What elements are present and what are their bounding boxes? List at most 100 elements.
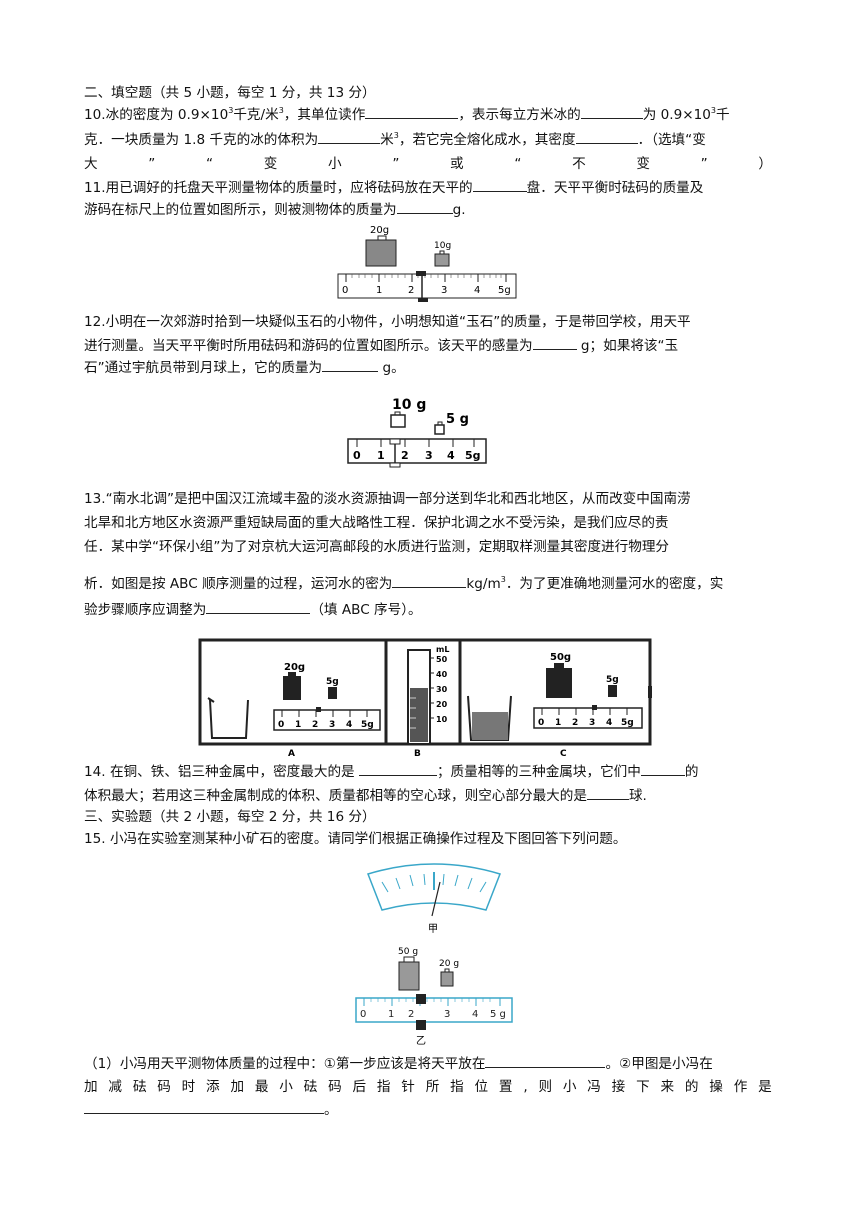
q15-part1-line1: （1）小冯用天平测物体质量的过程中：①第一步应该是将天平放在。②甲图是小冯在 [84,1054,713,1072]
q13-line3: 任．某中学“环保小组”为了对京杭大运河高邮段的水质进行监测，定期取样测量其密度进… [84,539,670,555]
q13-label-c: C [560,749,567,758]
svg-text:4: 4 [472,1009,478,1020]
svg-text:1: 1 [376,285,382,296]
q13-line2: 北旱和北方地区水资源严重短缺局面的重大战略性工程．保护北调之水不受污染，是我们应… [84,515,669,531]
svg-text:3: 3 [329,720,335,730]
svg-text:3: 3 [441,285,447,296]
svg-text:4: 4 [606,718,612,728]
svg-text:5g: 5g [465,449,481,462]
q14-blank-3[interactable] [586,786,629,800]
svg-text:3: 3 [444,1009,450,1020]
svg-text:0: 0 [342,285,348,296]
svg-text:5g: 5g [361,720,374,730]
svg-text:2: 2 [408,1009,414,1020]
q11-balance-figure: 20g 10g 0 1 2 3 4 5g [337,225,517,302]
q15-blank-2[interactable] [84,1100,324,1114]
q12-line3: 石”通过宇航员带到月球上，它的质量为 g。 [84,358,405,376]
svg-text:10: 10 [436,715,448,724]
svg-text:5 g: 5 g [490,1009,506,1020]
svg-text:1: 1 [377,449,385,462]
q13-line5: 验步骤顺序应调整为（填 ABC 序号）。 [84,600,422,618]
svg-text:4: 4 [346,720,352,730]
svg-text:2: 2 [572,718,578,728]
q13-panel-b: mL 50 40 30 20 10 B [407,645,449,758]
svg-text:0: 0 [278,720,284,730]
svg-text:0: 0 [353,449,361,462]
q12-beam-scale [347,438,487,464]
svg-text:1: 1 [388,1009,394,1020]
q10-line1: 10.冰的密度为 0.9×103千克/米3，其单位读作，表示每立方米冰的为 0.… [84,105,730,124]
q13-panel-c: 50g 5g 0 1 2 3 4 5g C [467,652,643,758]
svg-text:1: 1 [555,718,561,728]
q15-rider [416,994,426,1004]
q10-blank-2[interactable] [580,105,643,119]
svg-text:50 g: 50 g [398,947,418,957]
svg-text:40: 40 [436,670,448,679]
q11-scale-ticks [345,274,507,282]
svg-text:2: 2 [312,720,318,730]
q10-line3: 大”“变小”或“不变”） [84,156,772,172]
svg-text:4: 4 [474,285,480,296]
svg-text:0: 0 [538,718,544,728]
q11-line1: 11.用已调好的托盘天平测量物体的质量时，应将砝码放在天平的盘．天平平衡时砝码的… [84,178,704,196]
section-2-heading: 二、填空题（共 5 小题，每空 1 分，共 13 分） [84,85,376,101]
q11-blank-2[interactable] [396,200,453,214]
q12-line1: 12.小明在一次郊游时拾到一块疑似玉石的小物件，小明想知道“玉石”的质量，于是带… [84,314,691,330]
svg-text:0: 0 [360,1009,366,1020]
svg-text:mL: mL [436,645,449,654]
svg-text:20 g: 20 g [439,959,459,969]
q15-blank-1[interactable] [485,1054,606,1068]
svg-text:4: 4 [447,449,455,462]
q11-rider [416,271,426,276]
q11-weight2-label: 10g [434,241,451,251]
svg-text:50: 50 [436,655,448,664]
svg-text:5g: 5g [621,718,634,728]
q11-blank-1[interactable] [472,178,527,192]
q10-blank-4[interactable] [575,130,638,144]
svg-text:20g: 20g [284,662,305,673]
q12-rider [389,438,401,445]
q10-line2: 克．一块质量为 1.8 千克的冰的体积为米3，若它完全熔化成水，其密度．（选填“… [84,130,706,149]
q15-line1: 15. 小冯在实验室测某种小矿石的密度。请同学们根据正确操作过程及下图回答下列问… [84,831,627,847]
q13-line1: 13.“南水北调”是把中国汉江流域丰盈的淡水资源抽调一部分送到华北和西北地区，从… [84,491,691,507]
section-3-heading: 三、实验题（共 2 小题，每空 2 分，共 16 分） [84,809,376,825]
q14-line1: 14. 在铜、铁、铝三种金属中，密度最大的是 ；质量相等的三种金属块，它们中的 [84,762,699,780]
svg-text:3: 3 [425,449,433,462]
svg-text:5g: 5g [498,285,511,296]
q10-blank-1[interactable] [365,105,459,119]
q14-blank-1[interactable] [358,762,437,776]
q14-line2: 体积最大；若用这三种金属制成的体积、质量都相等的空心球，则空心部分最大的是球. [84,786,647,804]
q12-blank-1[interactable] [532,336,577,350]
q14-blank-2[interactable] [640,762,685,776]
q12-weight2-label: 5 g [446,412,469,427]
svg-text:5g: 5g [326,677,339,687]
svg-text:2: 2 [408,285,414,296]
q15-pointer [431,881,441,917]
q13-label-b: B [414,749,421,758]
svg-text:2: 2 [401,449,409,462]
svg-text:20: 20 [436,700,448,709]
q10-blank-3[interactable] [318,130,381,144]
q13-label-a: A [288,749,295,758]
q15-label-jia: 甲 [428,924,438,935]
q12-blank-2[interactable] [322,358,379,372]
q13-blank-2[interactable] [206,600,311,614]
q12-line2: 进行测量。当天平平衡时所用砝码和游码的位置如图所示。该天平的感量为 g；如果将该… [84,336,679,354]
q13-panel-a: 20g 5g 0 1 2 3 4 5g A [207,662,381,758]
svg-text:5g: 5g [606,675,619,685]
q13-blank-1[interactable] [392,574,467,588]
svg-text:1: 1 [295,720,301,730]
svg-text:50g: 50g [550,652,571,663]
svg-text:3: 3 [589,718,595,728]
q15-part1-line3: 。 [84,1100,338,1119]
q15-dial-jia: 甲 [367,863,501,935]
q11-weight1-label: 20g [370,225,389,236]
q12-weight1-label: 10 g [392,397,426,413]
q15-part1-line2: 加减砝码时添加最小砝码后指针所指位置,则小冯接下来的操作是 [84,1079,772,1095]
svg-text:30: 30 [436,685,448,694]
